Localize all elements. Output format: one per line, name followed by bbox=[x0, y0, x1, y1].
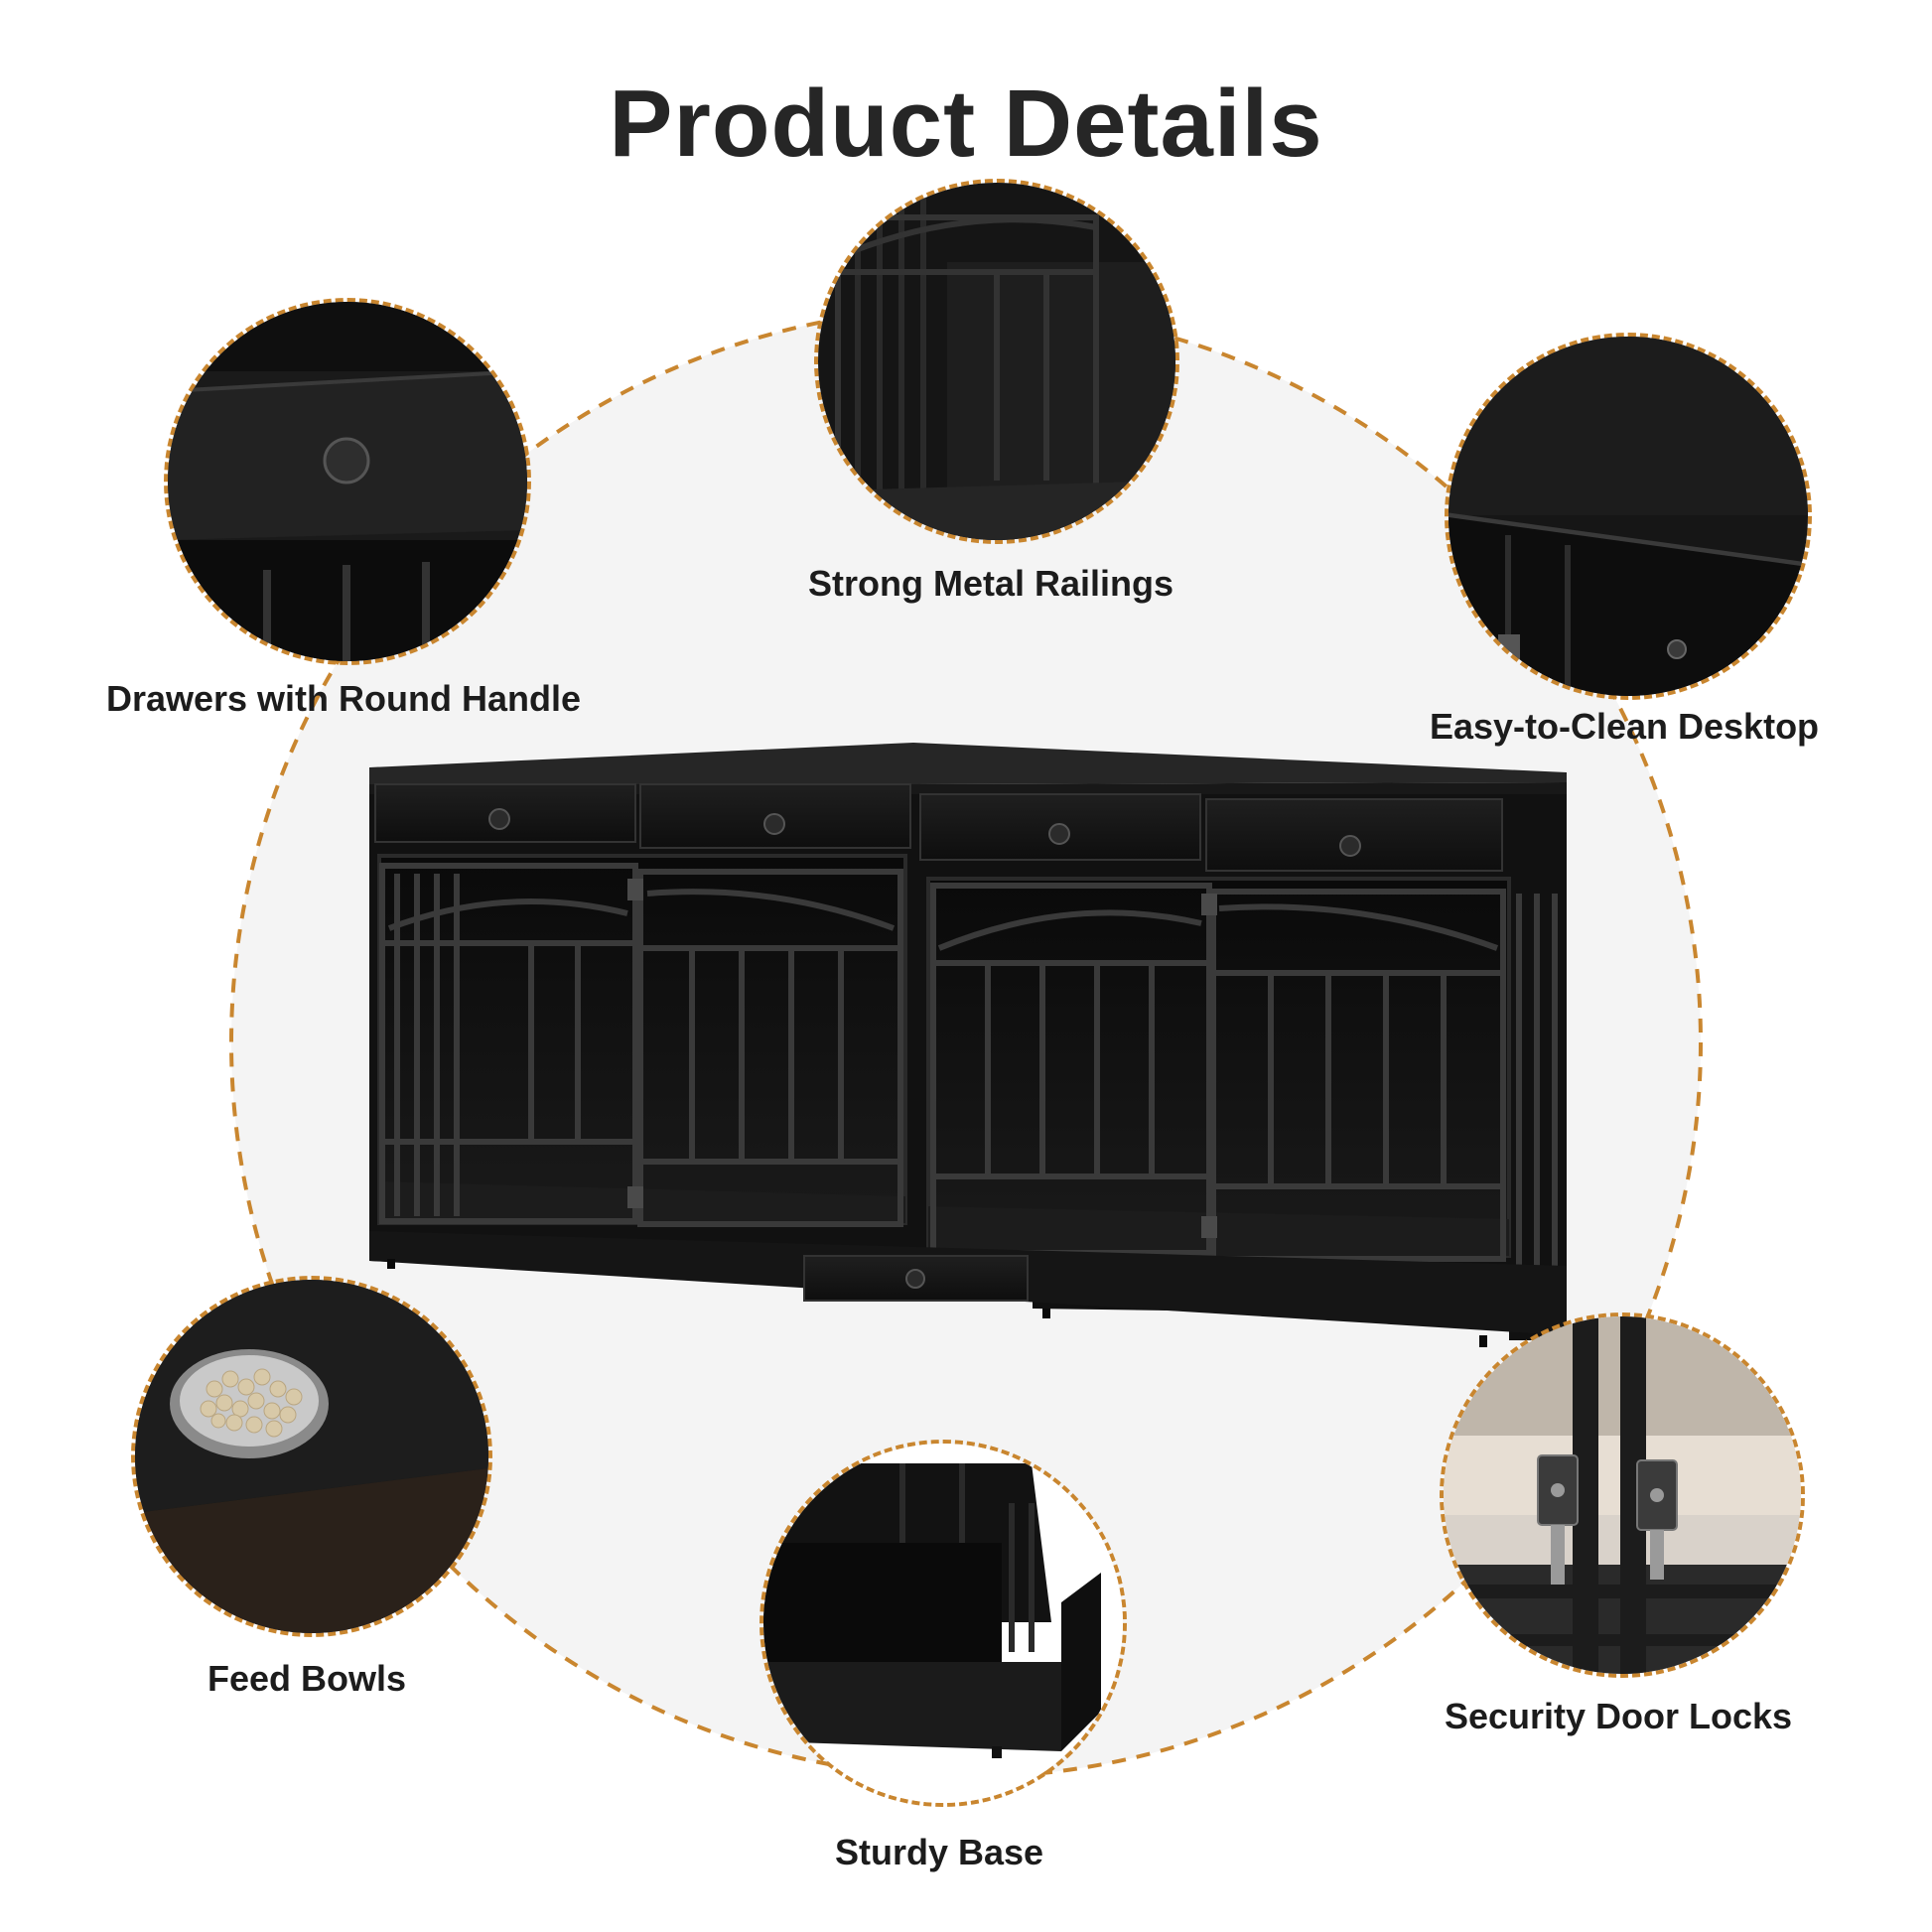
caption-drawers: Drawers with Round Handle bbox=[105, 678, 582, 719]
detail-feed-bowls bbox=[131, 1276, 492, 1637]
caption-railings: Strong Metal Railings bbox=[807, 563, 1174, 604]
caption-door-locks: Security Door Locks bbox=[1444, 1696, 1793, 1736]
caption-desktop: Easy-to-Clean Desktop bbox=[1429, 706, 1820, 747]
desktop-icon bbox=[1449, 337, 1808, 696]
door-lock-icon bbox=[1444, 1316, 1801, 1674]
detail-drawers bbox=[164, 298, 531, 665]
drawer-handle-icon bbox=[168, 302, 527, 661]
detail-sturdy-base bbox=[759, 1440, 1127, 1807]
caption-sturdy-base: Sturdy Base bbox=[834, 1832, 1044, 1872]
base-icon bbox=[763, 1444, 1123, 1803]
metal-railing-icon bbox=[818, 183, 1175, 540]
detail-door-locks bbox=[1440, 1312, 1805, 1678]
caption-feed-bowls: Feed Bowls bbox=[207, 1658, 407, 1699]
page-title: Product Details bbox=[609, 70, 1323, 177]
detail-railings bbox=[814, 179, 1179, 544]
detail-desktop bbox=[1445, 333, 1812, 700]
feed-bowl-icon bbox=[135, 1280, 488, 1633]
